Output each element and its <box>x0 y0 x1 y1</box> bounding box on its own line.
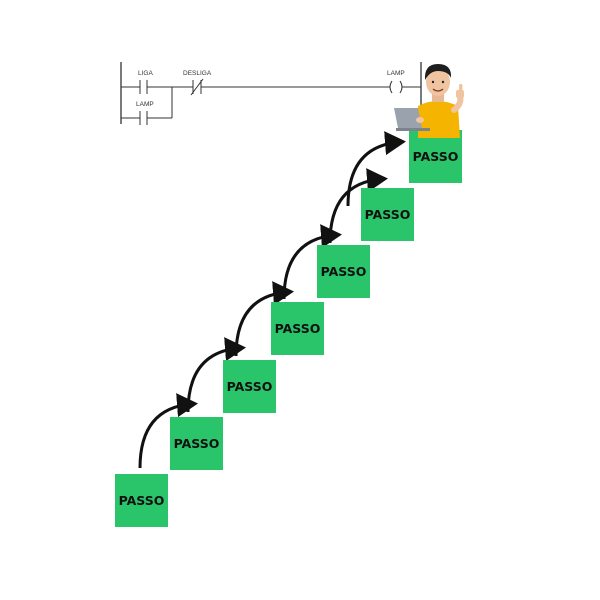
contact-lamp-label: LAMP <box>136 101 154 108</box>
arrow-icon <box>282 224 342 300</box>
step-1: PASSO <box>115 474 168 527</box>
contact-desliga-label: DESLIGA <box>183 70 212 77</box>
arrow-icon <box>234 281 294 357</box>
contact-liga-label: LIGA <box>138 70 153 77</box>
step-6: PASSO <box>361 188 414 241</box>
coil-lamp-label: LAMP <box>387 70 405 77</box>
arrow-icon <box>328 168 388 244</box>
step-5: PASSO <box>317 245 370 298</box>
step-7: PASSO <box>409 130 462 183</box>
step-2: PASSO <box>170 417 223 470</box>
person-with-laptop-icon <box>394 64 464 138</box>
arrow-icon <box>346 131 406 207</box>
step-3: PASSO <box>223 360 276 413</box>
step-4: PASSO <box>271 302 324 355</box>
arrow-icon <box>186 337 246 413</box>
arrow-icon <box>138 393 198 469</box>
ladder-diagram: LIGA DESLIGA LAMP LAMP <box>120 62 422 125</box>
